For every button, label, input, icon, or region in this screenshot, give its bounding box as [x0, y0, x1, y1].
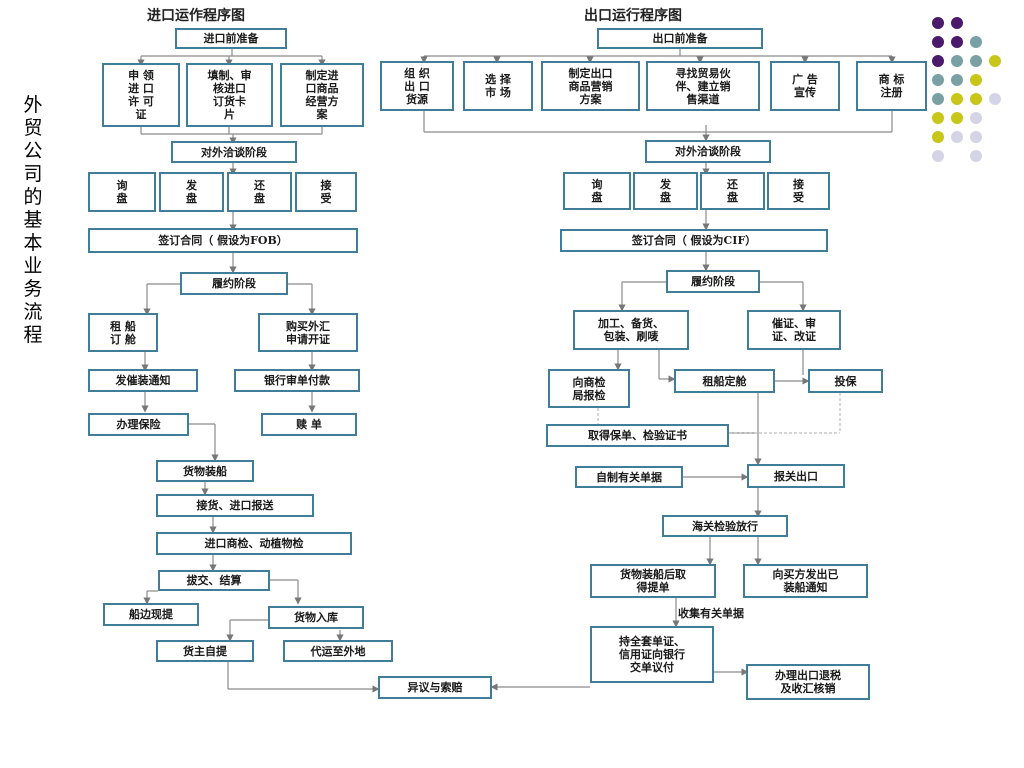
export-nego-step: 还 盘 — [700, 172, 765, 210]
import-shipping-notice: 发催装通知 — [88, 369, 198, 392]
export-prep: 出口前准备 — [597, 28, 763, 49]
import-loading: 货物装船 — [156, 460, 254, 482]
import-owner-pickup: 货主自提 — [156, 640, 254, 662]
import-ship-side: 船边现提 — [103, 603, 199, 626]
export-prep-item: 寻找贸易伙 伴、建立销 售渠道 — [646, 61, 760, 111]
import-handover: 拔交、结算 — [158, 570, 270, 591]
export-certificate: 取得保单、检验证书 — [546, 424, 729, 447]
export-nego-step: 发 盘 — [633, 172, 698, 210]
import-charter: 租 船 订 舱 — [88, 313, 158, 352]
import-buy-fx: 购买外汇 申请开证 — [258, 313, 358, 352]
export-lc-check: 催证、审 证、改证 — [747, 310, 841, 350]
export-notice: 向买方发出已 装船通知 — [743, 564, 868, 598]
export-prep-item: 广 告 宣传 — [770, 61, 840, 111]
export-prep-item: 组 织 出 口 货源 — [380, 61, 454, 111]
export-prep-item: 制定出口 商品营销 方案 — [541, 61, 640, 111]
export-flow-title: 出口运行程序图 — [584, 8, 682, 24]
side-title: 外贸公司的基本业务流程 — [23, 94, 43, 346]
import-prep-item: 填制、审 核进口 订货卡 片 — [186, 63, 273, 127]
export-charter: 租船定舱 — [674, 369, 775, 393]
claim-box: 异议与索赔 — [378, 676, 492, 699]
import-nego-step: 还 盘 — [227, 172, 292, 212]
import-flow-title: 进口运作程序图 — [147, 8, 245, 24]
export-prep-item: 选 择 市 场 — [463, 61, 533, 111]
import-nego-step: 发 盘 — [159, 172, 224, 212]
export-docs: 自制有关单据 — [575, 466, 683, 488]
import-prep: 进口前准备 — [175, 28, 287, 49]
export-bill: 货物装船后取 得提单 — [590, 564, 716, 598]
import-forward: 代运至外地 — [283, 640, 393, 662]
import-warehouse: 货物入库 — [268, 606, 364, 629]
import-negotiation: 对外洽谈阶段 — [171, 141, 297, 163]
import-redeem: 赎 单 — [261, 413, 357, 436]
import-insurance: 办理保险 — [88, 413, 189, 436]
export-tax-refund: 办理出口退税 及收汇核销 — [746, 664, 870, 700]
import-nego-step: 询 盘 — [88, 172, 156, 212]
import-contract: 签订合同（ 假设为FOB） — [88, 228, 358, 253]
export-release: 海关检验放行 — [662, 515, 788, 537]
export-nego-step: 询 盘 — [563, 172, 631, 210]
export-customs: 报关出口 — [747, 464, 845, 488]
export-performance: 履约阶段 — [666, 270, 760, 293]
import-prep-item: 申 领 进 口 许 可 证 — [102, 63, 180, 127]
collect-docs-label: 收集有关单据 — [678, 607, 744, 620]
export-inspection-apply: 向商检 局报检 — [548, 369, 630, 408]
import-inspection: 进口商检、动植物检 — [156, 532, 352, 555]
import-performance: 履约阶段 — [180, 272, 288, 295]
export-negotiate-docs: 持全套单证、 信用证向银行 交单议付 — [590, 626, 714, 683]
import-pickup: 接货、进口报送 — [156, 494, 314, 517]
export-nego-step: 接 受 — [767, 172, 830, 210]
export-insure: 投保 — [808, 369, 883, 393]
export-prep-item: 商 标 注册 — [856, 61, 927, 111]
import-bank-review: 银行审单付款 — [234, 369, 360, 392]
export-contract: 签订合同（ 假设为CIF） — [560, 229, 828, 252]
import-prep-item: 制定进 口商品 经营方 案 — [280, 63, 364, 127]
export-processing: 加工、备货、 包装、刷唛 — [573, 310, 689, 350]
import-nego-step: 接 受 — [295, 172, 357, 212]
export-negotiation: 对外洽谈阶段 — [645, 140, 771, 163]
